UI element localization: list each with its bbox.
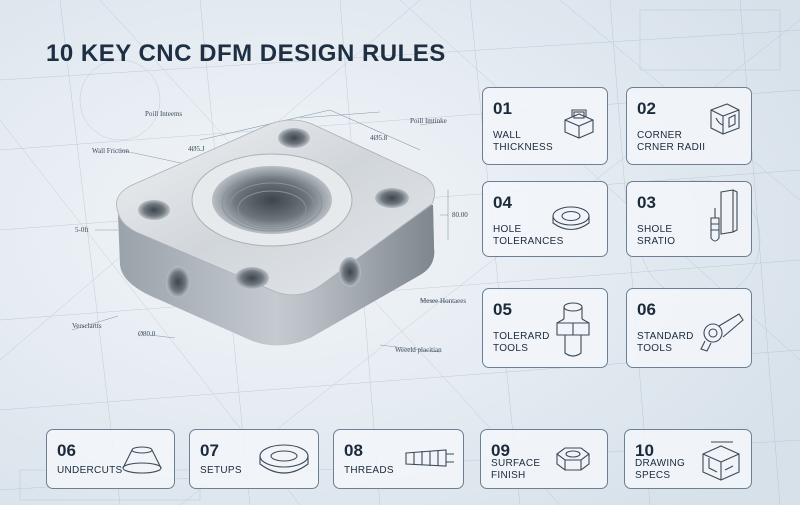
rule-label-line1: WALL bbox=[493, 130, 522, 141]
rule-label-line2: THICKNESS bbox=[493, 142, 553, 153]
label-wall-friction: Wall Friction bbox=[92, 147, 129, 155]
rule-label-line1: CORNER bbox=[637, 130, 683, 141]
corner-block-icon bbox=[710, 103, 740, 135]
label-note-right: Mesee Hontaees bbox=[420, 297, 467, 305]
rule-card-09[interactable]: 09 SURFACE FINISH bbox=[480, 429, 608, 489]
page-title: 10 KEY CNC DFM DESIGN RULES bbox=[46, 40, 446, 67]
rule-number: 01 bbox=[493, 99, 512, 118]
rule-label-line1: DRAWING bbox=[635, 458, 686, 469]
rule-label-line1: UNDERCUTS bbox=[57, 465, 123, 476]
rule-number: 08 bbox=[344, 441, 363, 460]
cube-icon bbox=[564, 109, 594, 139]
rule-number: 02 bbox=[637, 99, 656, 118]
rule-card-02[interactable]: 02 CORNER CRNER RADII bbox=[626, 87, 752, 165]
rule-number: 03 bbox=[637, 193, 656, 212]
rule-card-01[interactable]: 01 WALL THICKNESS bbox=[482, 87, 608, 165]
tool-slot-icon bbox=[710, 189, 738, 242]
rule-label-line2: TOLERANCES bbox=[493, 236, 564, 247]
rule-number: 10 bbox=[635, 441, 654, 460]
rule-label-line2: TOOLS bbox=[637, 343, 673, 354]
rule-label-line1: SHOLE bbox=[637, 224, 673, 235]
label-note-bottom: Weeeld placitian bbox=[395, 346, 442, 354]
rule-label-line2: SPECS bbox=[635, 470, 671, 481]
label-bottom-left: Versclartts bbox=[72, 322, 102, 330]
rule-label-line1: SETUPS bbox=[200, 465, 242, 476]
rule-number: 07 bbox=[200, 441, 219, 460]
rule-label-line1: STANDARD bbox=[637, 331, 694, 342]
label-top-left: Poill Inteems bbox=[145, 110, 183, 118]
rule-number: 06 bbox=[637, 300, 656, 319]
rule-number: 04 bbox=[493, 193, 512, 212]
ring-icon bbox=[259, 444, 309, 474]
rule-label-line1: THREADS bbox=[344, 465, 394, 476]
rule-card-10[interactable]: 10 DRAWING SPECS bbox=[624, 429, 752, 489]
bolt-icon bbox=[556, 302, 590, 357]
label-bottom-dim: Ø80.0 bbox=[138, 330, 156, 338]
label-right-dim: 80.00 bbox=[452, 211, 468, 219]
rule-card-06[interactable]: 06 STANDARD TOOLS bbox=[626, 288, 752, 368]
thread-icon bbox=[405, 449, 454, 467]
rule-label-line2: FINISH bbox=[491, 470, 526, 481]
rule-number: 09 bbox=[491, 441, 510, 460]
washer-icon bbox=[552, 206, 590, 231]
label-top-dim: 4Ø5.J bbox=[188, 145, 205, 153]
rule-label-line1: HOLE bbox=[493, 224, 522, 235]
rule-label-line2: CRNER RADII bbox=[637, 142, 706, 153]
hex-nut-icon bbox=[556, 447, 590, 471]
cnc-part-illustration bbox=[116, 119, 436, 346]
rule-card-05[interactable]: 05 TOLERARD TOOLS bbox=[482, 288, 608, 368]
rule-card-04[interactable]: 04 HOLE TOLERANCES bbox=[482, 181, 608, 257]
rule-number: 05 bbox=[493, 300, 512, 319]
rule-card-07[interactable]: 07 SETUPS bbox=[189, 429, 319, 489]
rule-card-03[interactable]: 03 SHOLE SRATIO bbox=[626, 181, 752, 257]
rule-label-line2: SRATIO bbox=[637, 236, 676, 247]
rule-card-08[interactable]: 08 THREADS bbox=[333, 429, 464, 489]
undercut-icon bbox=[122, 446, 162, 474]
drawing-box-icon bbox=[702, 441, 740, 481]
label-side-left: 5-0ft bbox=[75, 226, 89, 234]
wrench-icon bbox=[700, 313, 744, 352]
rule-number: 06 bbox=[57, 441, 76, 460]
label-top-dim-2: 4Ø5.8 bbox=[370, 134, 388, 142]
rule-label-line1: SURFACE bbox=[491, 458, 541, 469]
label-top-right: Poill Imtinke bbox=[410, 117, 447, 125]
rule-label-line2: TOOLS bbox=[493, 343, 529, 354]
rule-label-line1: TOLERARD bbox=[493, 331, 550, 342]
rule-card-undercuts[interactable]: 06 UNDERCUTS bbox=[46, 429, 175, 489]
